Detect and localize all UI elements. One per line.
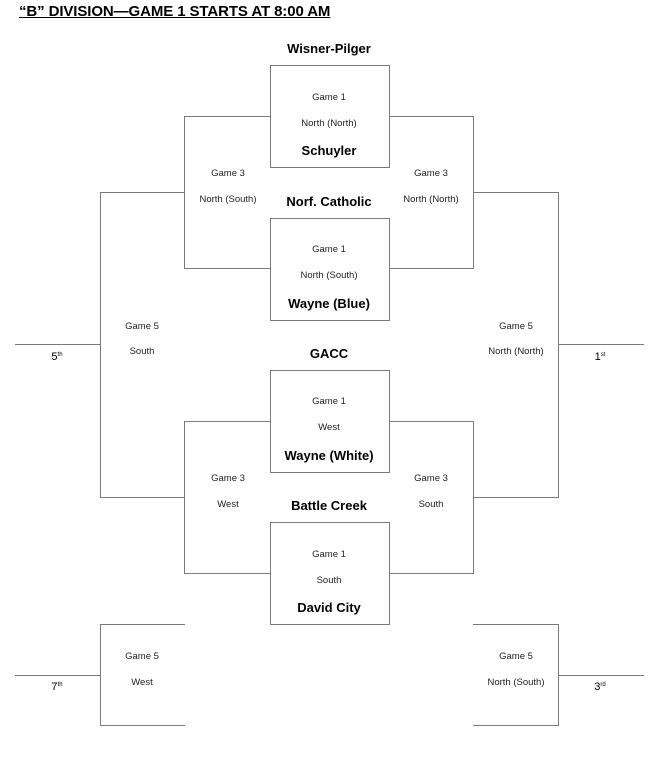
team-wayne-white: Wayne (White): [284, 448, 374, 463]
game5-site: South: [129, 346, 155, 357]
bracket-line: [100, 725, 185, 726]
game5-label: Game 5: [125, 321, 159, 332]
team-norf-catholic: Norf. Catholic: [286, 194, 372, 209]
bracket-line: [15, 675, 100, 676]
game3-label: Game 3: [211, 168, 245, 179]
game3-site: South: [418, 499, 444, 510]
bracket-line: [558, 192, 559, 498]
game1-label: Game 1: [312, 244, 346, 255]
game1-site: West: [318, 422, 340, 433]
bracket-line: [474, 497, 559, 498]
bracket-line: [473, 116, 474, 269]
team-schuyler: Schuyler: [301, 143, 357, 158]
bracket-line: [184, 116, 270, 117]
team-wisner-pilger: Wisner-Pilger: [287, 41, 371, 56]
bracket-line: [184, 421, 270, 422]
place-third: 3rd: [594, 681, 606, 693]
game1-label: Game 1: [312, 549, 346, 560]
place-fifth: 5th: [51, 351, 63, 363]
bracket-line: [184, 573, 270, 574]
page-title: “B” DIVISION—GAME 1 STARTS AT 8:00 AM: [19, 3, 331, 20]
bracket-line: [100, 497, 184, 498]
game5-label: Game 5: [499, 651, 533, 662]
bracket-line: [184, 116, 185, 269]
game1-box-4: [270, 522, 390, 625]
bracket-line: [100, 624, 101, 726]
place-seventh: 7th: [51, 681, 63, 693]
team-wayne-blue: Wayne (Blue): [288, 296, 370, 311]
bracket-line: [559, 344, 644, 345]
team-gacc: GACC: [309, 346, 349, 361]
bracket-line: [558, 624, 559, 726]
bracket-line: [15, 344, 100, 345]
game3-site: North (North): [403, 194, 459, 205]
game1-label: Game 1: [312, 92, 346, 103]
bracket-line: [473, 624, 558, 625]
bracket-line: [473, 421, 474, 574]
bracket-line: [474, 192, 559, 193]
game1-label: Game 1: [312, 396, 346, 407]
game5-label: Game 5: [125, 651, 159, 662]
game5-site: North (North): [488, 346, 544, 357]
game3-site: West: [217, 499, 239, 510]
game5-site: North (South): [487, 677, 545, 688]
bracket-line: [100, 624, 185, 625]
game1-box-1: [270, 65, 390, 168]
game3-site: North (South): [199, 194, 257, 205]
bracket-line: [184, 421, 185, 574]
bracket-line: [559, 675, 644, 676]
bracket-line: [389, 421, 474, 422]
bracket-line: [389, 116, 474, 117]
team-battle-creek: Battle Creek: [291, 498, 367, 513]
game3-label: Game 3: [414, 473, 448, 484]
bracket-line: [473, 725, 558, 726]
bracket-line: [184, 268, 270, 269]
team-david-city: David City: [297, 600, 361, 615]
game5-site: West: [131, 677, 153, 688]
bracket-line: [100, 192, 184, 193]
game1-box-2: [270, 218, 390, 321]
game5-label: Game 5: [499, 321, 533, 332]
bracket-line: [100, 192, 101, 498]
bracket-line: [389, 573, 474, 574]
game3-label: Game 3: [414, 168, 448, 179]
game1-site: South: [316, 575, 342, 586]
game3-label: Game 3: [211, 473, 245, 484]
bracket-line: [389, 268, 474, 269]
place-first: 1st: [594, 351, 606, 363]
game1-site: North (North): [301, 118, 357, 129]
game1-site: North (South): [300, 270, 358, 281]
